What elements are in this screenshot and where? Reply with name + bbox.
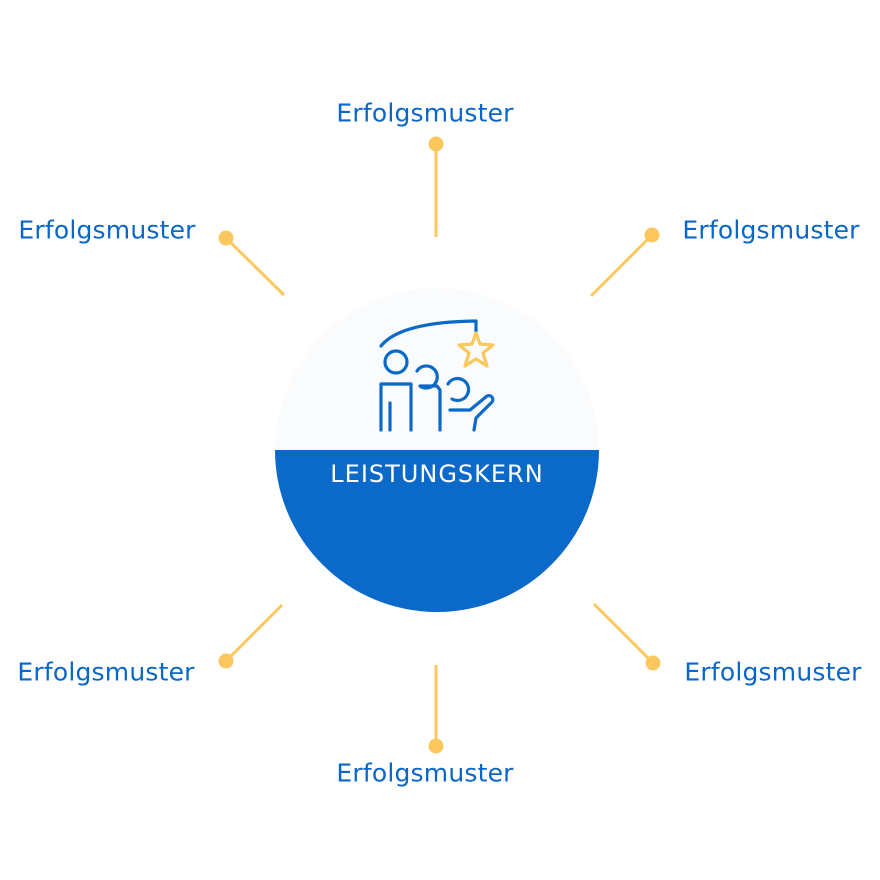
core-label: LEISTUNGSKERN [330,460,544,488]
connector-top [428,136,444,237]
pattern-label-bottom-right: Erfolgsmuster [684,657,862,687]
connector-bottom [428,665,444,754]
pattern-label-top: Erfolgsmuster [336,98,514,128]
connector-top-right [589,227,660,298]
connector-bottom-left [218,603,284,669]
connector-top-left [218,230,286,297]
core-half-circle [275,450,599,612]
pattern-label-bottom-left: Erfolgsmuster [17,657,195,687]
pattern-label-top-right: Erfolgsmuster [682,215,860,245]
team-star-icon [379,319,495,432]
pattern-label-top-left: Erfolgsmuster [18,215,196,245]
connector-bottom-right [592,602,661,671]
pattern-label-bottom: Erfolgsmuster [336,758,514,788]
